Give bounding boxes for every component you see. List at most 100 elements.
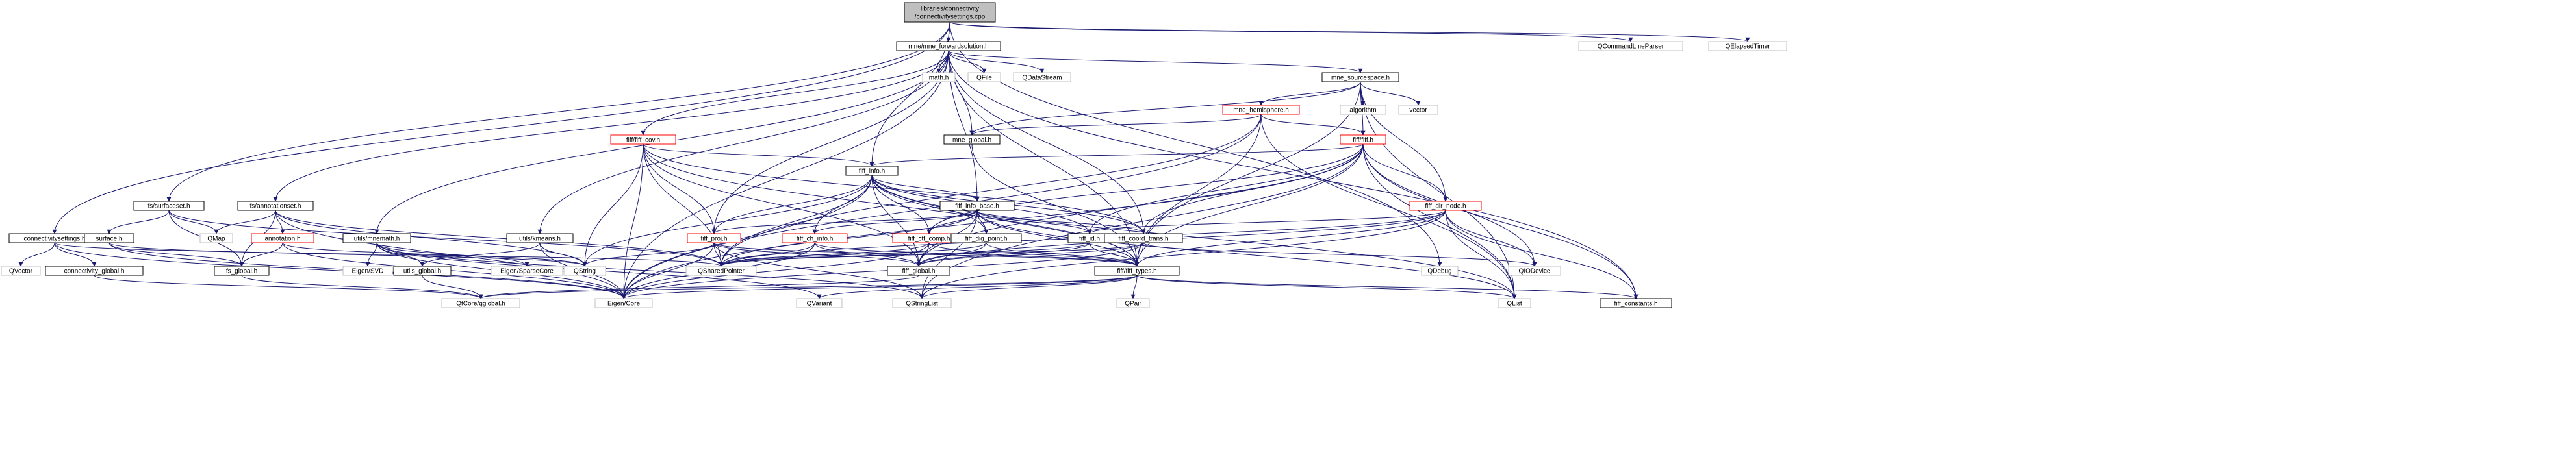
node-fiff-dir-node[interactable]: fiff_dir_node.h	[1409, 201, 1482, 211]
node-box	[1340, 105, 1386, 115]
node-mne-global[interactable]: mne_global.h	[943, 134, 1001, 145]
node-label: Eigen/SVD	[352, 268, 384, 275]
node-fiff-dig-point[interactable]: fiff_dig_point.h	[950, 233, 1022, 243]
node-fiff-constants[interactable]: fiff_constants.h	[1600, 298, 1672, 308]
node-box	[1498, 298, 1531, 308]
edge-annotation-to-qstring	[282, 242, 587, 267]
node-box	[782, 233, 848, 243]
node-box	[84, 233, 134, 243]
node-label: utils/kmeans.h	[519, 236, 561, 243]
node-label: fiff_global.h	[902, 268, 936, 275]
node-mne-src[interactable]: mne_sourcespace.h	[1321, 72, 1399, 82]
node-box	[892, 298, 952, 308]
node-box	[1508, 266, 1561, 276]
node-box	[896, 41, 1001, 51]
node-box	[887, 266, 950, 276]
edge-conn-settings-to-conn-global	[54, 242, 97, 267]
node-fs-annot[interactable]: fs/annotationset.h	[237, 201, 314, 211]
edge-fiff-fiff-to-fiff-types	[1134, 143, 1364, 267]
edge-fiff-dig-point-to-qsharedptr	[719, 242, 987, 267]
node-box	[1708, 41, 1787, 51]
node-utils-global[interactable]: utils_global.h	[393, 266, 452, 276]
node-fs-surfaceset[interactable]: fs/surfaceset.h	[133, 201, 205, 211]
node-qvariant: QVariant	[796, 298, 843, 308]
node-label: QDebug	[1427, 268, 1451, 275]
edge-mne-src-to-mne-hemi	[1258, 81, 1361, 106]
node-fiff-fiff[interactable]: fiff/fiff.h	[1340, 134, 1386, 145]
node-box	[610, 134, 676, 145]
node-box	[45, 266, 144, 276]
node-label: fiff_ctf_comp.h	[908, 236, 950, 243]
edge-fiff-types-to-fiff-constants	[1136, 275, 1639, 299]
edge-conn-settings-to-qvector	[18, 242, 55, 267]
edge-fiff-types-to-eigen-core	[621, 275, 1138, 299]
edge-fiff-info-base-to-fiff-id	[976, 210, 1092, 234]
node-box	[796, 298, 843, 308]
edge-fiff-types-to-qvariant	[817, 275, 1138, 299]
edge-fs-annot-to-qmap	[214, 210, 276, 234]
node-fiff-id[interactable]: fiff_id.h	[1067, 233, 1112, 243]
edge-fiff-cov-to-qstring	[582, 143, 644, 267]
node-fiff-types[interactable]: fiff/fiff_types.h	[1094, 266, 1180, 276]
node-surface[interactable]: surface.h	[84, 233, 134, 243]
node-utils-mnemath[interactable]: utils/mnemath.h	[342, 233, 411, 243]
node-fiff-ch-info[interactable]: fiff_ch_info.h	[782, 233, 848, 243]
node-label: QDataStream	[1022, 75, 1062, 82]
node-fiff-cov[interactable]: fiff/fiff_cov.h	[610, 134, 676, 145]
node-mne-fwd[interactable]: mne/mne_forwardsolution.h	[896, 41, 1001, 51]
edge-fiff-fiff-to-fiff-ctf-comp	[926, 143, 1364, 234]
node-fiff-info[interactable]: fiff_info.h	[845, 166, 899, 176]
edge-fiff-cov-to-qsharedptr	[643, 143, 724, 267]
edge-utils-global-to-qtcore-global	[422, 275, 483, 299]
edge-root-to-fs-surfaceset	[166, 21, 950, 202]
node-layer: libraries/connectivity/connectivitysetti…	[1, 2, 1787, 308]
node-label: connectivitysettings.h	[23, 236, 85, 243]
node-box	[1600, 298, 1672, 308]
edge-fiff-types-to-qpair	[1130, 275, 1138, 299]
node-box	[563, 266, 606, 276]
edge-fs-annot-to-qsharedptr	[275, 210, 724, 267]
node-label: libraries/connectivity	[921, 6, 979, 13]
node-fiff-coord-trans[interactable]: fiff_coord_trans.h	[1104, 233, 1183, 243]
edge-fiff-proj-to-fiff-global	[713, 242, 921, 267]
node-label: vector	[1409, 107, 1427, 114]
edge-fiff-dir-node-to-fiff-id	[1087, 210, 1446, 234]
edge-fiff-proj-to-qstring	[582, 242, 715, 267]
node-root[interactable]: libraries/connectivity/connectivitysetti…	[904, 2, 996, 23]
node-label: fs_global.h	[226, 268, 257, 275]
node-mne-hemi[interactable]: mne_hemisphere.h	[1222, 105, 1300, 115]
node-box	[950, 233, 1022, 243]
node-box	[594, 298, 653, 308]
node-fs-global[interactable]: fs_global.h	[214, 266, 270, 276]
node-utils-kmeans[interactable]: utils/kmeans.h	[506, 233, 574, 243]
node-fiff-global[interactable]: fiff_global.h	[887, 266, 950, 276]
node-label: annotation.h	[264, 236, 300, 243]
node-box	[1321, 72, 1399, 82]
edge-fiff-fiff-to-fiff-id	[1087, 143, 1364, 234]
edge-root-to-qdebug	[949, 21, 1442, 267]
node-annotation[interactable]: annotation.h	[251, 233, 314, 243]
edge-fiff-dir-node-to-qiodevice	[1445, 210, 1537, 267]
edge-fiff-fiff-to-fiff-dir-node	[1362, 143, 1448, 202]
edge-fiff-info-to-qsharedptr	[719, 175, 873, 267]
node-fiff-proj[interactable]: fiff_proj.h	[687, 233, 741, 243]
edge-fiff-coord-trans-to-qsharedptr	[719, 242, 1144, 267]
node-box	[685, 266, 757, 276]
edge-root-to-qelapsed	[949, 21, 1750, 42]
node-conn-global[interactable]: connectivity_global.h	[45, 266, 144, 276]
edge-mne-fwd-to-fiff-types	[948, 50, 1140, 267]
node-eigen-core: Eigen/Core	[594, 298, 653, 308]
node-fiff-info-base[interactable]: fiff_info_base.h	[939, 201, 1015, 211]
node-qtcore-global: QtCore/qglobal.h	[441, 298, 520, 308]
node-box	[251, 233, 314, 243]
node-mathh: math.h	[922, 72, 956, 82]
edge-fiff-info-to-qstring	[582, 175, 873, 267]
node-label: mne_hemisphere.h	[1233, 107, 1289, 114]
node-vector: vector	[1398, 105, 1438, 115]
node-label: mne_sourcespace.h	[1331, 75, 1390, 82]
edge-fiff-info-base-to-fiff-coord-trans	[976, 210, 1146, 234]
node-qlist: QList	[1498, 298, 1531, 308]
edge-conn-settings-to-qsharedptr	[54, 242, 724, 267]
node-label: QCommandLineParser	[1598, 43, 1664, 51]
node-label: QStringList	[906, 301, 938, 308]
